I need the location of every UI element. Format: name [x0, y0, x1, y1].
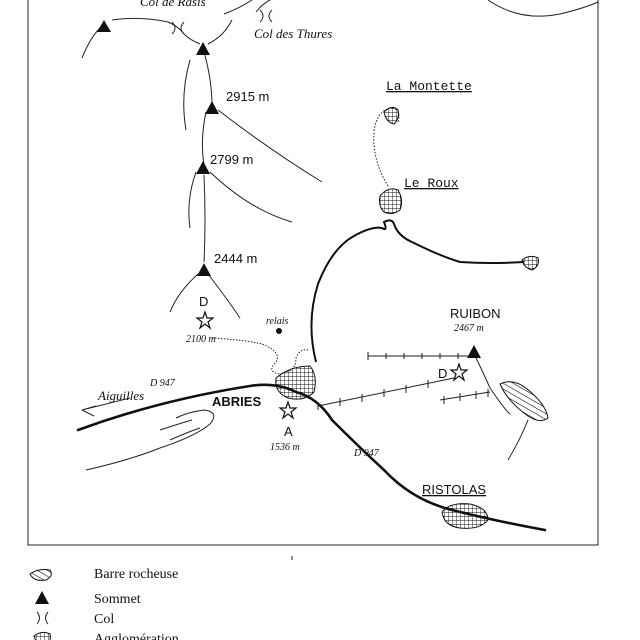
- col-icon: [36, 611, 49, 625]
- road-label: D 947: [353, 448, 380, 459]
- road-le-roux: [310, 219, 525, 363]
- summit-icon: [196, 42, 210, 55]
- ridges: [81, 0, 529, 461]
- place-label-ruibon: RUIBON: [450, 306, 501, 321]
- settlement-icon: [33, 631, 51, 640]
- settlement-icon: [521, 255, 539, 271]
- map-frame: [27, 0, 599, 546]
- summit-icon: [35, 591, 49, 604]
- summit-icon: [467, 345, 481, 358]
- col-label: Col de Rasis: [140, 0, 206, 9]
- legend-label: Barre rocheuse: [94, 567, 178, 582]
- point-a-altitude: 1536 m: [270, 442, 300, 453]
- summit-icon: [205, 101, 219, 114]
- ruibon-altitude: 2467 m: [454, 323, 484, 334]
- point-a-label: A: [284, 424, 293, 439]
- summit-label: 2799 m: [210, 152, 253, 167]
- legend: Barre rocheuse Sommet Col Agglomération: [29, 567, 179, 640]
- col-symbols: [171, 9, 273, 35]
- point-d-label: D: [438, 366, 447, 381]
- star-icon: [278, 400, 298, 420]
- star-icon: [195, 310, 215, 330]
- relais-label: relais: [266, 316, 289, 327]
- place-label-abries: ABRIES: [212, 394, 261, 409]
- summit-label: 2915 m: [226, 89, 269, 104]
- summit-markers: [97, 20, 481, 358]
- place-label-aiguilles: Aiguilles: [97, 388, 144, 403]
- col-label: Col des Thures: [254, 26, 332, 41]
- settlement-icon: [383, 106, 399, 125]
- river-top: [487, 0, 599, 17]
- point-d-altitude: 2100 m: [186, 334, 216, 345]
- star-markers: [195, 310, 469, 420]
- legend-label: Sommet: [94, 592, 141, 607]
- relais-marker: [276, 328, 282, 334]
- rivers: [85, 337, 309, 471]
- summit-icon: [197, 263, 211, 276]
- road-label: D 947: [149, 378, 176, 389]
- settlement-icon: [275, 365, 316, 400]
- legend-label: Agglomération: [94, 632, 179, 640]
- road-arrow: [81, 397, 131, 417]
- point-d-label: D: [199, 294, 208, 309]
- settlement-icon: [441, 503, 489, 529]
- settlements: [275, 106, 539, 529]
- rock-bar-icon: [29, 569, 52, 581]
- cable-lines: [317, 352, 491, 410]
- star-icon: [449, 362, 469, 382]
- summit-icon: [97, 20, 111, 32]
- place-label-le-roux: Le Roux: [404, 176, 459, 191]
- place-label-ristolas: RISTOLAS: [422, 482, 486, 497]
- rock-bar-icon: [499, 381, 549, 422]
- summit-label: 2444 m: [214, 251, 257, 266]
- legend-label: Col: [94, 612, 114, 627]
- place-label-la-montette: La Montette: [386, 79, 472, 94]
- summit-icon: [196, 161, 210, 174]
- settlement-icon: [379, 188, 403, 215]
